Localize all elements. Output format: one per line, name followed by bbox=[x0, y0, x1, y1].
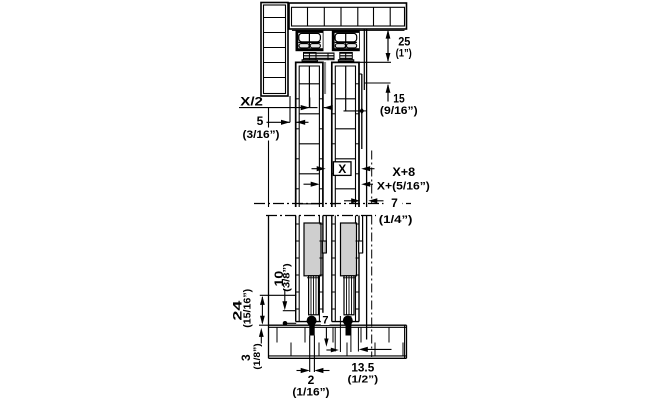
svg-text:X+8: X+8 bbox=[392, 165, 415, 179]
svg-text:(1/16”): (1/16”) bbox=[292, 387, 329, 399]
svg-text:(15/16”): (15/16”) bbox=[242, 289, 254, 328]
svg-text:(1/8”): (1/8”) bbox=[252, 343, 263, 369]
svg-text:(9/16”): (9/16”) bbox=[380, 105, 418, 117]
svg-text:24: 24 bbox=[231, 300, 245, 320]
svg-text:13.5: 13.5 bbox=[351, 360, 374, 374]
svg-text:X/2: X/2 bbox=[240, 94, 263, 108]
svg-text:7: 7 bbox=[391, 196, 398, 210]
svg-text:2: 2 bbox=[308, 373, 315, 387]
svg-text:10: 10 bbox=[272, 270, 286, 286]
svg-text:25: 25 bbox=[398, 35, 410, 49]
svg-text:X+(5/16”): X+(5/16”) bbox=[377, 180, 430, 192]
svg-text:(3/16”): (3/16”) bbox=[243, 129, 280, 141]
svg-text:(1/2”): (1/2”) bbox=[348, 374, 379, 386]
svg-text:15: 15 bbox=[393, 92, 405, 106]
svg-text:(1”): (1”) bbox=[396, 48, 412, 60]
svg-text:5: 5 bbox=[257, 114, 264, 128]
svg-text:7: 7 bbox=[322, 314, 328, 326]
svg-text:3: 3 bbox=[239, 354, 253, 361]
svg-text:(1/4”): (1/4”) bbox=[379, 214, 413, 226]
svg-text:X: X bbox=[338, 162, 346, 176]
svg-text:(3/8”): (3/8”) bbox=[282, 263, 293, 292]
